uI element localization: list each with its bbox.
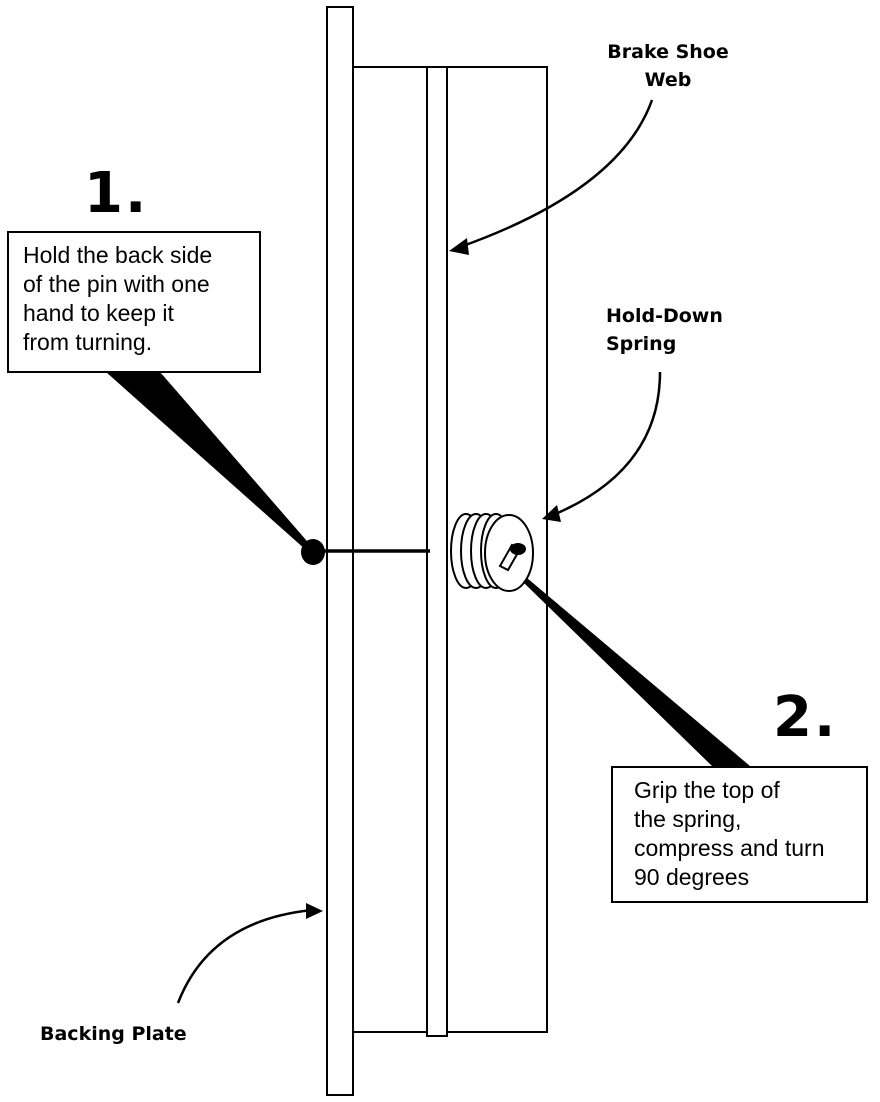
- brake-shoe-web-arrow: [459, 99, 654, 249]
- step-1-number: 1.: [84, 161, 149, 226]
- hold-down-spring: [450, 513, 534, 592]
- brake-shoe-web-label-line-2: Web: [644, 69, 692, 91]
- step-1-text-line-3: hand to keep it: [23, 300, 174, 326]
- step-2-text-line-1: Grip the top of: [634, 777, 780, 803]
- step-2-text-line-2: the spring,: [634, 806, 742, 832]
- step-1-text-line-1: Hold the back side: [23, 242, 213, 268]
- step-1-callout: Hold the back side of the pin with one h…: [7, 231, 261, 373]
- step-2-number: 2.: [773, 685, 838, 750]
- step-1-text-line-4: from turning.: [23, 329, 153, 355]
- hold-down-spring-arrow: [552, 371, 662, 517]
- backing-plate-arrow: [176, 908, 314, 1004]
- step-2-text-line-4: 90 degrees: [634, 864, 750, 890]
- hold-down-spring-arrowhead: [542, 505, 561, 522]
- brake-shoe-web-arrowhead: [449, 238, 469, 255]
- step-2-pointer: [523, 578, 750, 766]
- hold-down-spring-label: Hold-Down Spring: [606, 302, 723, 358]
- backing-plate-label: Backing Plate: [40, 1023, 187, 1045]
- step-1-pointer: [106, 372, 313, 550]
- hold-down-spring-label-line-2: Spring: [606, 333, 677, 355]
- step-2-callout: Grip the top of the spring, compress and…: [611, 766, 868, 903]
- backing-plate-arrowhead: [306, 903, 323, 919]
- hold-down-spring-label-line-1: Hold-Down: [606, 305, 723, 327]
- brake-shoe-web-label: Brake Shoe Web: [600, 38, 736, 94]
- step-1-text-line-2: of the pin with one: [23, 271, 210, 297]
- brake-shoe-web-label-line-1: Brake Shoe: [607, 41, 729, 63]
- step-2-text-line-3: compress and turn: [634, 835, 825, 861]
